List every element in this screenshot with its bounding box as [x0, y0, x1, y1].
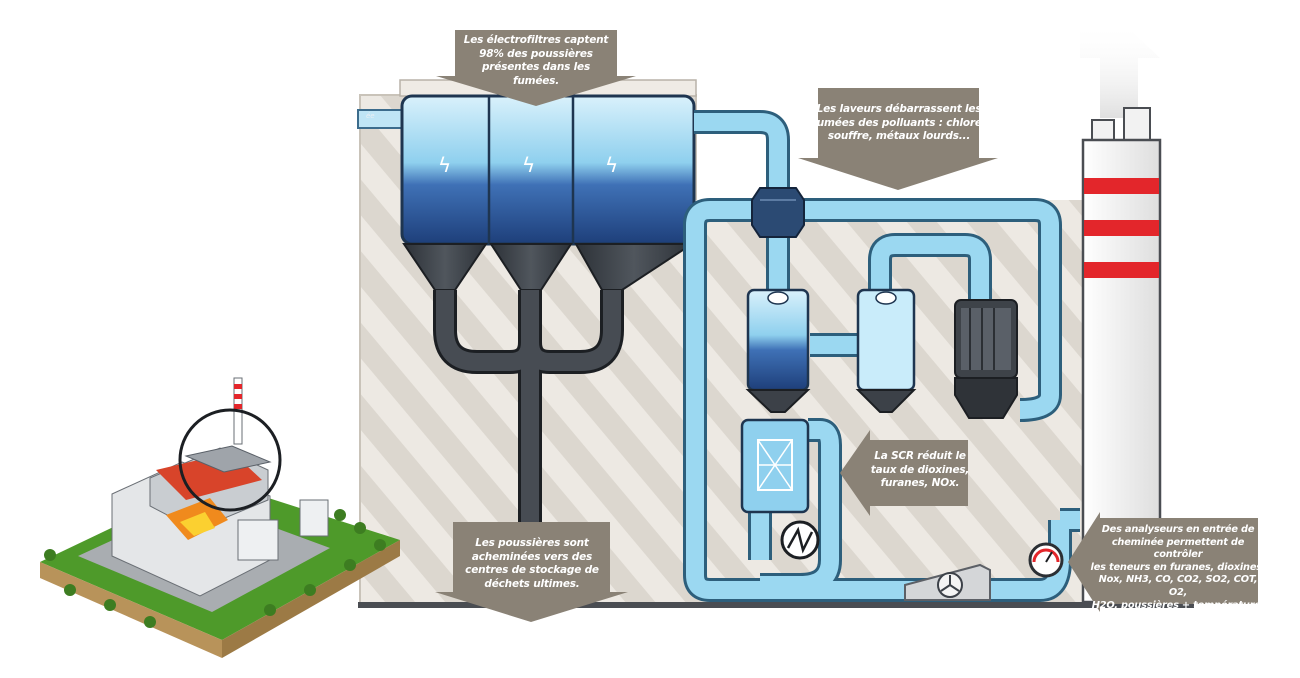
scrubber-2 — [855, 288, 917, 413]
chimney-red-band — [1084, 178, 1159, 194]
floor-line — [358, 602, 1194, 608]
scrubber-1 — [745, 288, 811, 413]
extraction-fan — [904, 563, 991, 601]
chimney — [1080, 22, 1162, 604]
inlet-label: ée — [366, 112, 375, 120]
spray-nozzle-icon — [767, 291, 789, 305]
chimney-red-band — [1084, 220, 1159, 236]
analyser-gauge — [1028, 542, 1064, 578]
spray-nozzle-icon — [875, 291, 897, 305]
callout-shapes — [435, 30, 1258, 622]
analyser-callout: Des analyseurs en entrée de cheminée per… — [1090, 524, 1266, 611]
heat-exchanger-icon — [780, 520, 820, 560]
chimney-red-band — [1084, 262, 1159, 278]
plant-thumbnail — [40, 377, 400, 658]
scr-reactor — [740, 418, 810, 514]
lightning-icon: ϟ — [438, 153, 451, 177]
dust-callout: Les poussières sont acheminées vers des … — [465, 537, 599, 590]
lightning-icon: ϟ — [605, 153, 618, 177]
scr-callout: La SCR réduit le taux de dioxines, furan… — [870, 450, 970, 489]
highlight-circle — [178, 408, 282, 512]
damper-unit — [751, 187, 805, 238]
lightning-icon: ϟ — [522, 153, 535, 177]
electrofilters: ϟ ϟ ϟ — [400, 94, 696, 291]
electrofilter-callout: Les électrofiltres captent 98% des pouss… — [463, 34, 609, 87]
fan-housing — [954, 299, 1018, 419]
scrubber-callout: Les laveurs débarrassent les fumées des … — [812, 103, 986, 142]
dust-pipes — [433, 290, 624, 605]
